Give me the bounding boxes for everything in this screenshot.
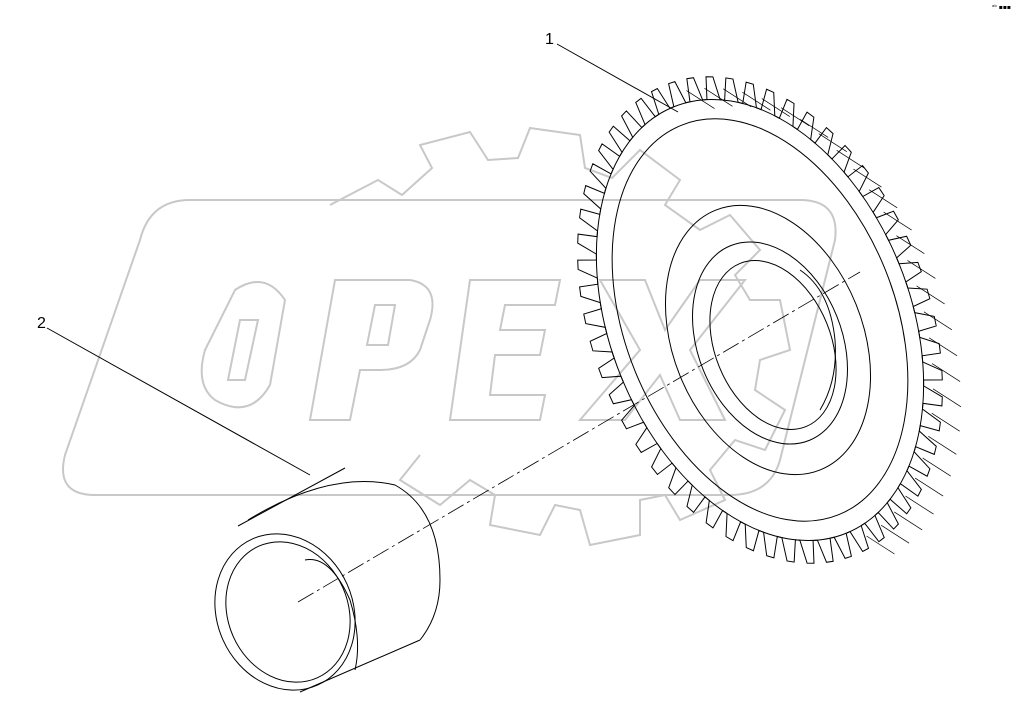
helical-gear [577, 76, 962, 564]
gear-helix-line [836, 150, 865, 169]
gear-helix-line [853, 168, 882, 188]
gear-hub-outer [664, 204, 872, 476]
bushing-front-inner [225, 541, 351, 683]
gear-helix-line [907, 260, 936, 279]
gear-outer-rim [595, 98, 925, 542]
gear-helix-line [896, 235, 925, 254]
gear-helix-line [914, 477, 944, 497]
gear-helix-line [932, 388, 962, 408]
callout-label-1: 1 [545, 31, 554, 48]
bushing-front-edge [214, 533, 356, 691]
gear-helix-line [923, 311, 953, 331]
gear-helix-line [742, 91, 771, 111]
watermark [62, 126, 837, 547]
gear-helix-line [866, 535, 895, 555]
bushing-back-edge [247, 481, 441, 641]
gear-bore-depth [799, 269, 836, 411]
corner-mark: ᵃᵇ ▪▪▪ [991, 4, 1011, 11]
gear-helix-line [894, 511, 923, 531]
gear-helix-line [869, 189, 898, 209]
gear-bore [709, 260, 837, 430]
leader-line-2 [46, 327, 311, 476]
gear-helix-line [800, 119, 829, 138]
gear-helix-line [922, 457, 951, 477]
gear-helix-line [780, 107, 810, 126]
watermark-frame [62, 199, 837, 496]
gear-helix-line [761, 98, 790, 117]
gear-helix-line [704, 88, 733, 107]
gear-helix-line [880, 524, 910, 544]
gear-helix-line [905, 495, 934, 515]
gear-tooth-profile [577, 76, 943, 564]
bushing-inner-back [304, 559, 359, 671]
gear-teeth [577, 76, 962, 564]
callout-label-2: 2 [37, 315, 46, 332]
gear-helix-line [931, 363, 961, 382]
gear-helix-line [723, 88, 752, 108]
watermark-letters [200, 279, 748, 421]
gear-helix-line [916, 285, 945, 305]
gear-helix-line [928, 337, 958, 357]
leader-line-1 [556, 43, 679, 113]
gear-helix-line [931, 412, 960, 432]
watermark-cog-outline [329, 126, 792, 547]
gear-helix-line [818, 133, 847, 152]
gear-helix-line [883, 211, 912, 231]
bushing [214, 467, 441, 693]
center-axis-line [297, 271, 861, 603]
gear-hub-inner [692, 241, 848, 445]
gear-helix-line [928, 436, 957, 455]
bushing-top-line [237, 467, 346, 527]
bushing-bottom-line [299, 639, 421, 693]
gear-face-ring [611, 118, 909, 522]
